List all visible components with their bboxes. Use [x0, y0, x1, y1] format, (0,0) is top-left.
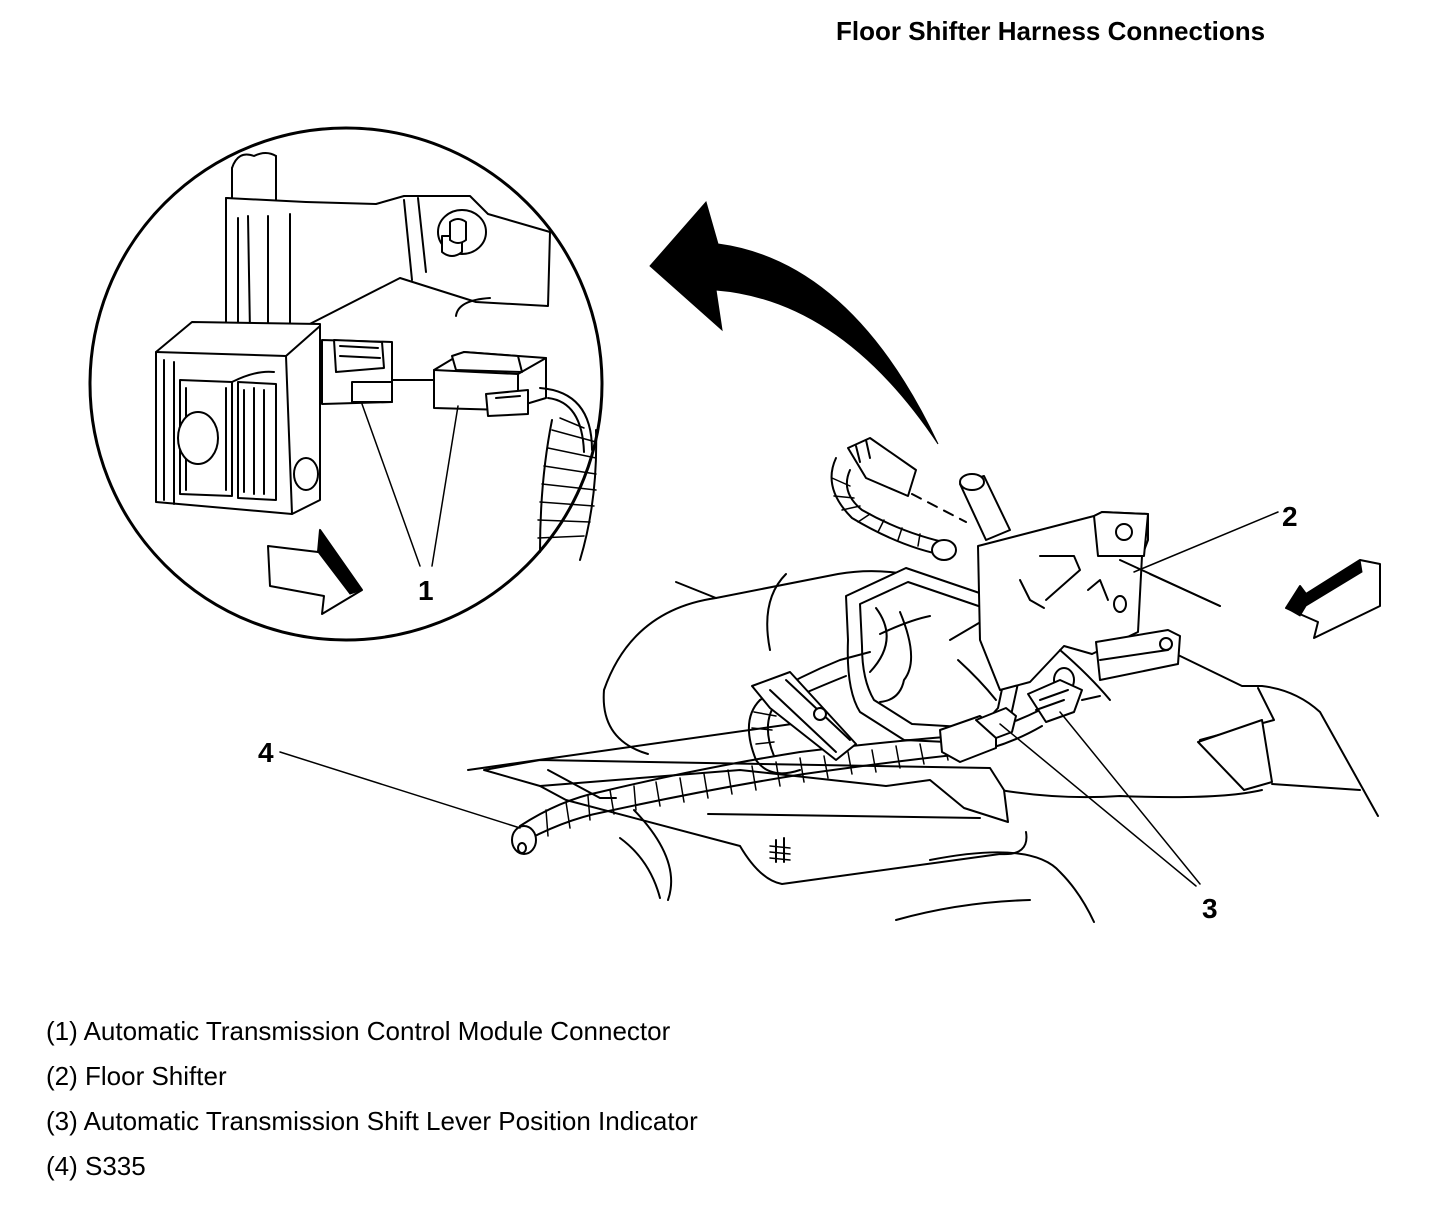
- leader-line-4: [279, 751, 521, 829]
- legend-item-2: (2) Floor Shifter: [46, 1061, 227, 1091]
- callout-2: 2: [1282, 501, 1298, 532]
- legend-item-4: (4) S335: [46, 1151, 146, 1181]
- legend-item-1: (1) Automatic Transmission Control Modul…: [46, 1016, 671, 1046]
- callout-3: 3: [1202, 893, 1218, 924]
- leader-line-2: [1133, 511, 1279, 573]
- legend-list: (1) Automatic Transmission Control Modul…: [46, 1013, 698, 1193]
- curved-arrow-icon: [649, 200, 939, 445]
- callout-labels: 1 2 3 4: [258, 501, 1298, 924]
- harness-illustration: 1 2 3 4: [88, 126, 1381, 924]
- detail-inset: [88, 126, 604, 642]
- callout-4: 4: [258, 737, 274, 768]
- callout-1: 1: [418, 575, 434, 606]
- console-view: [467, 437, 1381, 923]
- leader-line-3: [999, 711, 1201, 887]
- legend-item-3: (3) Automatic Transmission Shift Lever P…: [46, 1106, 698, 1136]
- diagram-title: Floor Shifter Harness Connections: [836, 16, 1266, 46]
